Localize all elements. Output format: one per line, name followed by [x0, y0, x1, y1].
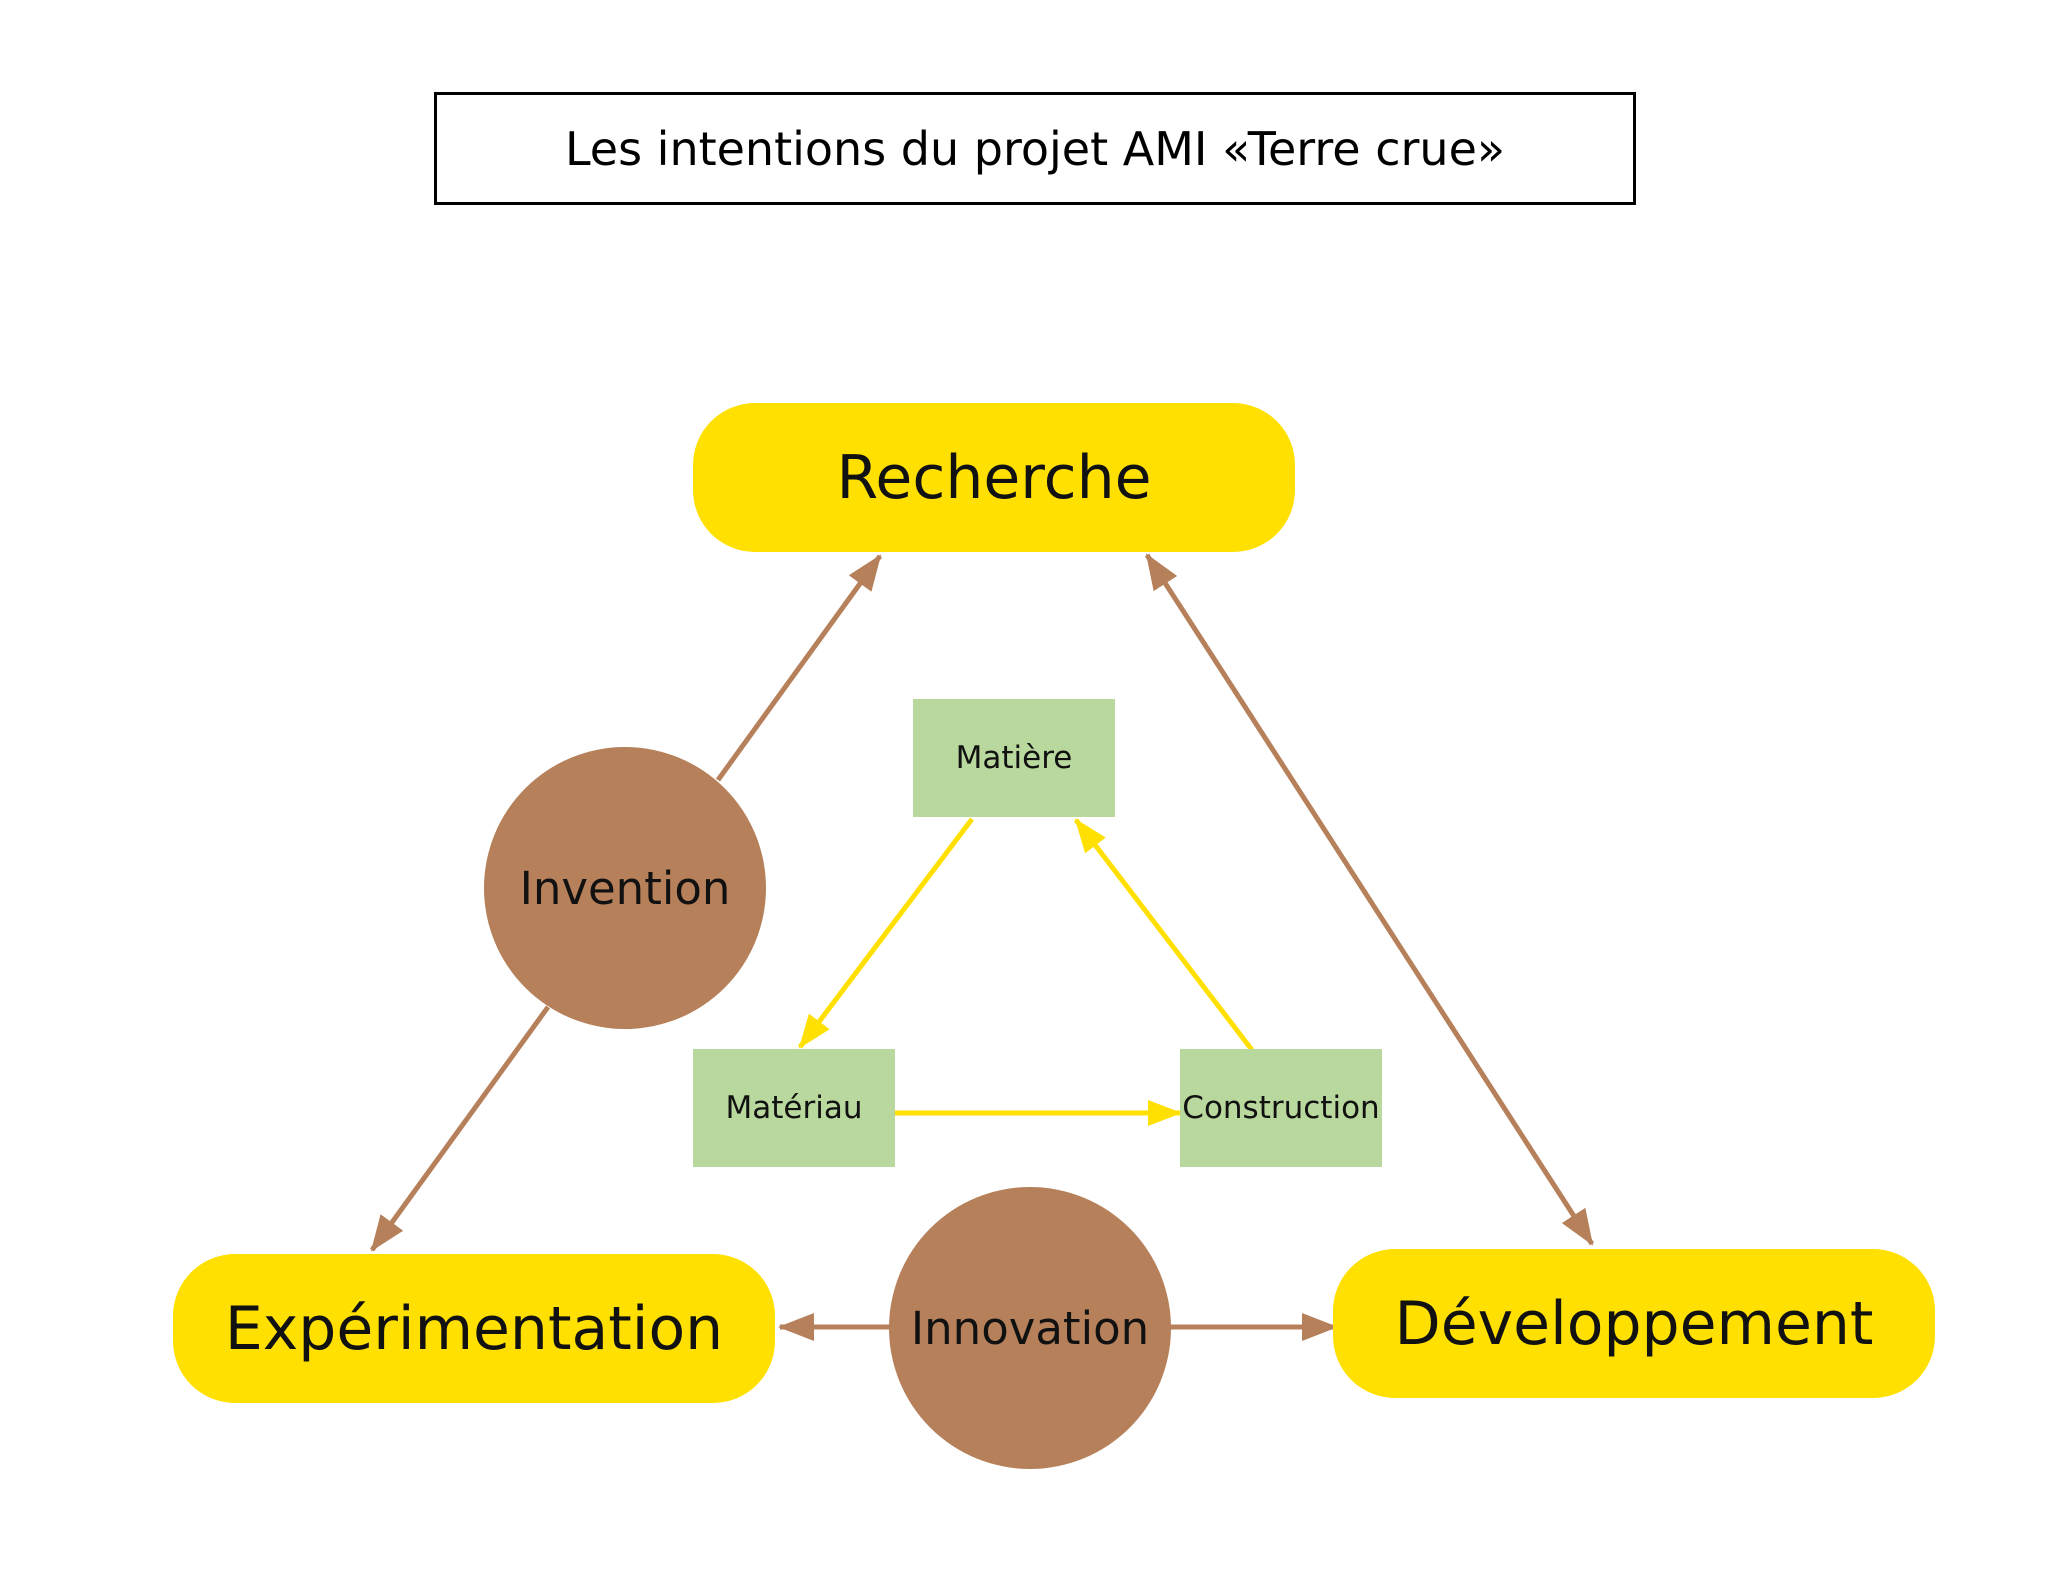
edge-recherche-developpement — [1144, 553, 1595, 1246]
node-matiere: Matière — [913, 699, 1115, 817]
edge-construction-to-matiere — [1074, 818, 1254, 1052]
node-innovation: Innovation — [889, 1187, 1171, 1469]
node-invention: Invention — [484, 747, 766, 1029]
diagram-title: Les intentions du projet AMI «Terre crue… — [434, 92, 1636, 205]
node-developpement: Développement — [1333, 1249, 1935, 1398]
edge-invention-to-recherche — [715, 554, 883, 782]
edge-matiere-to-materiau — [798, 817, 974, 1049]
node-construction: Construction — [1180, 1049, 1382, 1167]
node-recherche: Recherche — [693, 403, 1295, 552]
node-materiau: Matériau — [693, 1049, 895, 1167]
edge-invention-to-experimentation — [369, 1005, 551, 1252]
node-experimentation: Expérimentation — [173, 1254, 775, 1403]
